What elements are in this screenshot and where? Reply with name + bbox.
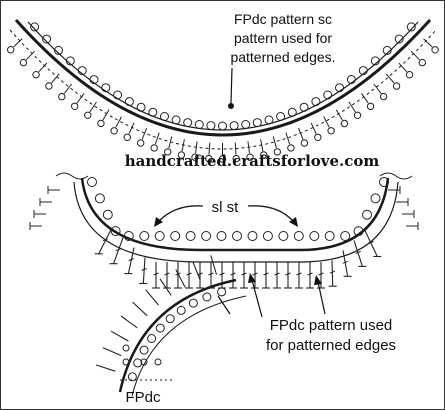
sl-st-label: sl st (212, 199, 240, 216)
bottom-callout-line-2: for patterned edges (266, 337, 396, 354)
watermark-text: handcrafted.craftsforlove.com (125, 152, 380, 170)
fpdc-label: FPdc (125, 389, 161, 406)
bottom-callout-line-1: FPdc pattern used (270, 317, 393, 334)
top-callout-line-1: FPdc pattern sc (234, 11, 332, 27)
top-callout-line-2: pattern used for (234, 30, 332, 46)
top-callout-pointer-dot (228, 103, 234, 109)
fpdc-stitch (332, 260, 333, 286)
top-callout-line-3: patterned edges. (230, 49, 335, 65)
